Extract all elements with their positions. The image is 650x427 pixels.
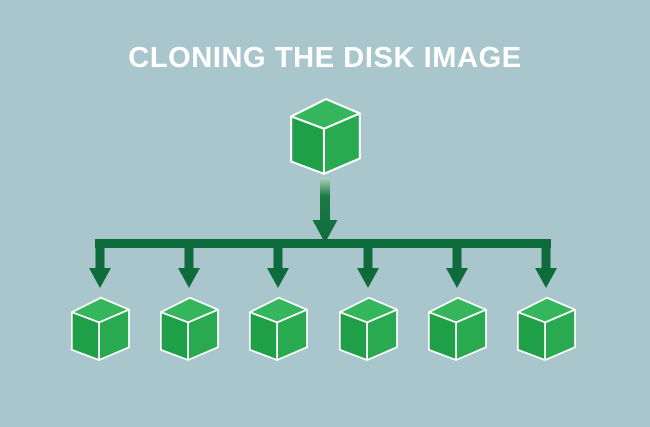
distribution-bar: [95, 239, 551, 248]
branch-arrows-layer: [89, 239, 557, 288]
branch-arrow: [535, 239, 557, 288]
clone-cube: [516, 296, 576, 361]
branch-arrow: [446, 239, 468, 288]
branch-arrow: [357, 239, 379, 288]
branch-arrow: [267, 239, 289, 288]
clone-cube: [427, 296, 487, 361]
clone-cubes-layer: [70, 296, 576, 361]
main-arrow: [312, 178, 338, 243]
diagram-title: CLONING THE DISK IMAGE: [128, 42, 522, 74]
clone-cube: [159, 296, 219, 361]
clone-cube: [248, 296, 308, 361]
branch-arrow: [89, 239, 111, 288]
clone-cube: [338, 296, 398, 361]
clone-cube: [70, 296, 130, 361]
branch-arrow: [178, 239, 200, 288]
source-cube: [290, 98, 361, 175]
